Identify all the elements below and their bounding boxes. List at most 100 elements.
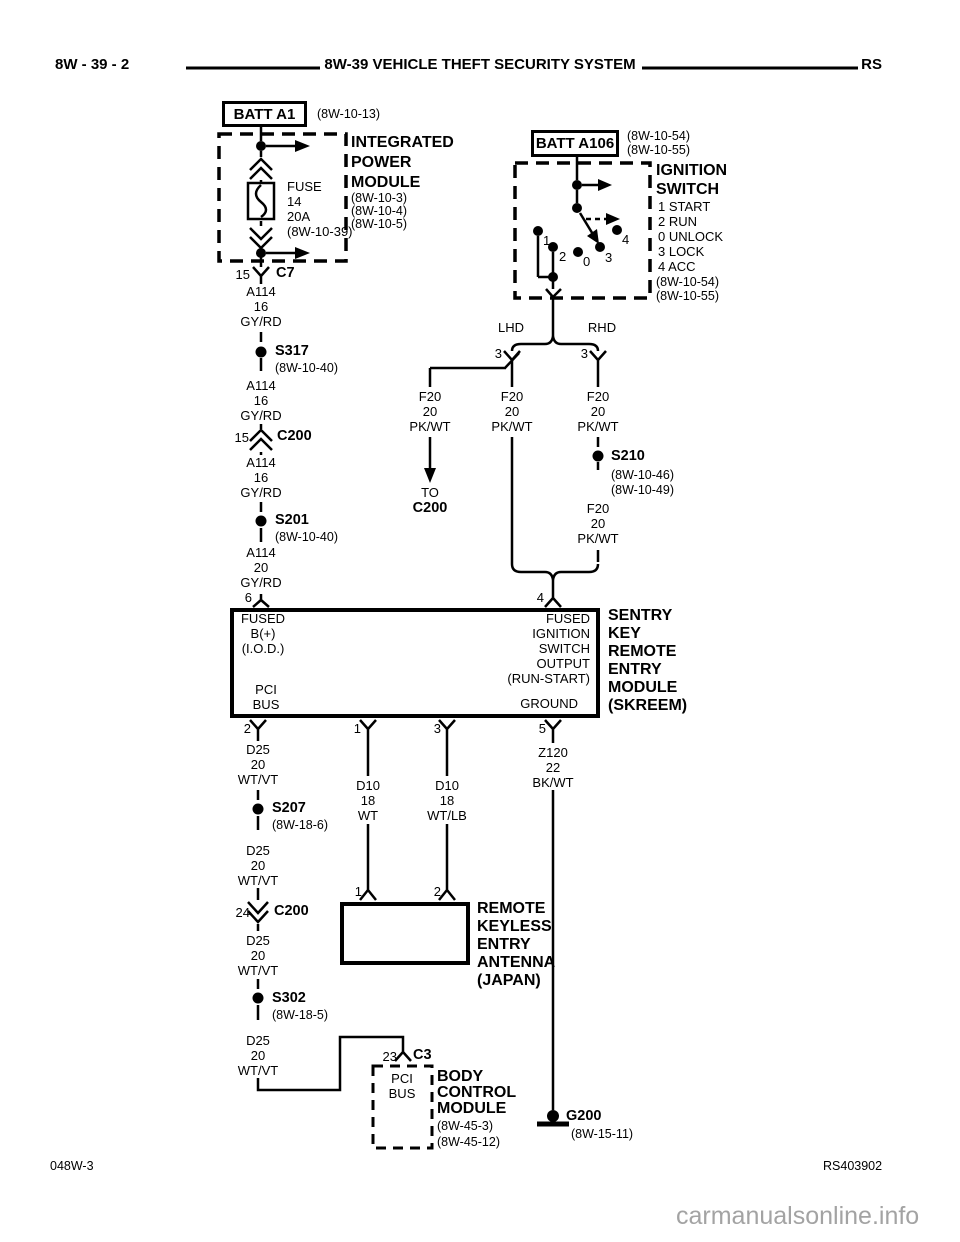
pin3-rhd: 3 [580,346,588,361]
contact-label-0: 0 [583,254,591,269]
fuse-element [254,184,268,219]
fuse-ref: (8W-10-39) [287,224,353,239]
fuse-label-line: FUSE [287,179,322,194]
circuit-id: D25 [246,742,270,757]
junction-dot [548,272,558,282]
contact-label-1: 1 [543,233,551,248]
ground-g200-name: G200 [566,1108,602,1124]
junction-dot [256,248,266,258]
splice-s317-name: S317 [275,343,309,359]
ignition-title-line: IGNITION [656,162,728,179]
rhd-label: RHD [587,320,617,335]
wire-gauge: 20 [590,516,606,531]
wire-color: PK/WT [577,531,619,546]
skreem-pin-5: 5 [538,721,546,736]
splice-dot-s317 [255,346,267,358]
wire-label-f20-branch: F20 20 PK/WT [409,389,450,434]
junction-dot [256,141,266,151]
circuit-id: F20 [586,389,610,404]
page-ref: (8W-10-4) [351,204,408,218]
wire-color: BK/WT [532,775,574,790]
ignition-dashed-box [513,161,652,300]
wire-gauge: 18 [360,793,376,808]
circuit-id: A114 [246,545,276,560]
page-ref: (8W-45-12) [437,1135,500,1149]
bcm-title-line: MODULE [437,1100,507,1117]
wire-label-d25-2: D25 20 WT/VT [238,843,278,888]
contact-label-3: 3 [605,250,613,265]
switch-position: 3 LOCK [658,244,705,259]
wire-label-d25-1: D25 20 WT/VT [238,742,278,787]
batt-a106-label: BATT A106 [535,135,615,152]
circuit-id: F20 [418,389,442,404]
c3-pin: 23 [382,1049,397,1064]
circuit-id: A114 [246,455,276,470]
ignition-positions: 1 START 2 RUN 0 UNLOCK 3 LOCK 4 ACC [658,199,723,274]
bcm-refs: (8W-45-3) (8W-45-12) [437,1118,500,1150]
fuse-label-line: 20A [287,209,311,224]
wire-label-a114-16-2: A114 16 GY/RD [240,378,281,423]
antenna-title-line: REMOTE [477,900,546,917]
connector-c7-icon [252,266,270,284]
antenna-title-line: KEYLESS [477,918,552,935]
pin-function: BUS [252,697,280,712]
antenna-pin-2: 2 [433,884,441,899]
wire-gauge: 20 [422,404,438,419]
circuit-id: F20 [500,389,524,404]
fuse-label: FUSE 14 20A (8W-10-39) [287,179,353,239]
skreem-pin-6: 6 [244,590,252,605]
wire-gauge: 20 [250,858,266,873]
skreem-title-line: ENTRY [608,661,662,678]
pin-function: (RUN-START) [507,671,590,686]
skreem-title-line: (SKREEM) [608,697,688,714]
arrow-right-icon [295,247,310,259]
switch-position: 0 UNLOCK [658,229,724,244]
contact-dot-feed [572,180,582,190]
contact-dot-3 [595,242,605,252]
ipm-refs: (8W-10-3) (8W-10-4) (8W-10-5) [351,192,407,231]
splice-dot-s201 [255,515,267,527]
fuse-symbol [246,181,276,221]
ignition-refs: (8W-10-54) (8W-10-55) [656,275,719,303]
arrow-head-icon [587,229,599,244]
skreem-pin-3: 3 [433,721,441,736]
bcm-pci-bus-label: PCI BUS [389,1071,416,1101]
c200-24-name: C200 [274,903,309,919]
wire-gauge: 20 [253,560,269,575]
switch-position: 4 ACC [658,259,696,274]
splice-s317-ref: (8W-10-40) [275,361,338,375]
contact-label-4: 4 [622,232,630,247]
skreem-box [230,608,600,718]
contact-dot-1 [533,226,543,236]
wire-label-a114-16-3: A114 16 GY/RD [240,455,281,500]
skreem-pin-2: 2 [243,721,251,736]
antenna-title-line: ENTRY [477,936,531,953]
pin-function: PCI [255,682,277,697]
splice-s207-ref: (8W-18-6) [272,818,329,832]
page-ref: (8W-10-3) [351,191,408,205]
page-ref: (8W-10-5) [351,217,408,231]
skreem-pci-bus-label: PCI BUS [253,682,280,712]
skreem-title-line: KEY [608,625,641,642]
splice-s302-ref: (8W-18-5) [272,1008,329,1022]
connector-3-lhd-icon [503,350,521,387]
wire-color: GY/RD [240,408,282,423]
wire-label-d25-4: D25 20 WT/VT [238,1033,278,1078]
c7-pin: 15 [235,267,250,282]
skreem-fused-b-label: FUSED B(+) (I.O.D.) [241,611,285,656]
c200-15-name: C200 [277,428,312,444]
ipm-title-line: INTEGRATED [351,134,454,151]
antenna-title: REMOTE KEYLESS ENTRY ANTENNA (JAPAN) [477,900,555,990]
batt-a106-box: BATT A106 [531,130,619,157]
wire-gauge: 22 [545,760,561,775]
wire-color: WT [357,808,379,823]
skreem-title-line: MODULE [608,679,678,696]
wire-gauge: 18 [439,793,455,808]
c3-name: C3 [413,1047,432,1063]
lhd-label: LHD [497,320,525,335]
circuit-id: F20 [586,501,610,516]
wire-color: WT/VT [237,873,279,888]
ignition-title: IGNITION SWITCH [656,161,727,199]
bcm-title: BODY CONTROL MODULE [437,1069,516,1117]
